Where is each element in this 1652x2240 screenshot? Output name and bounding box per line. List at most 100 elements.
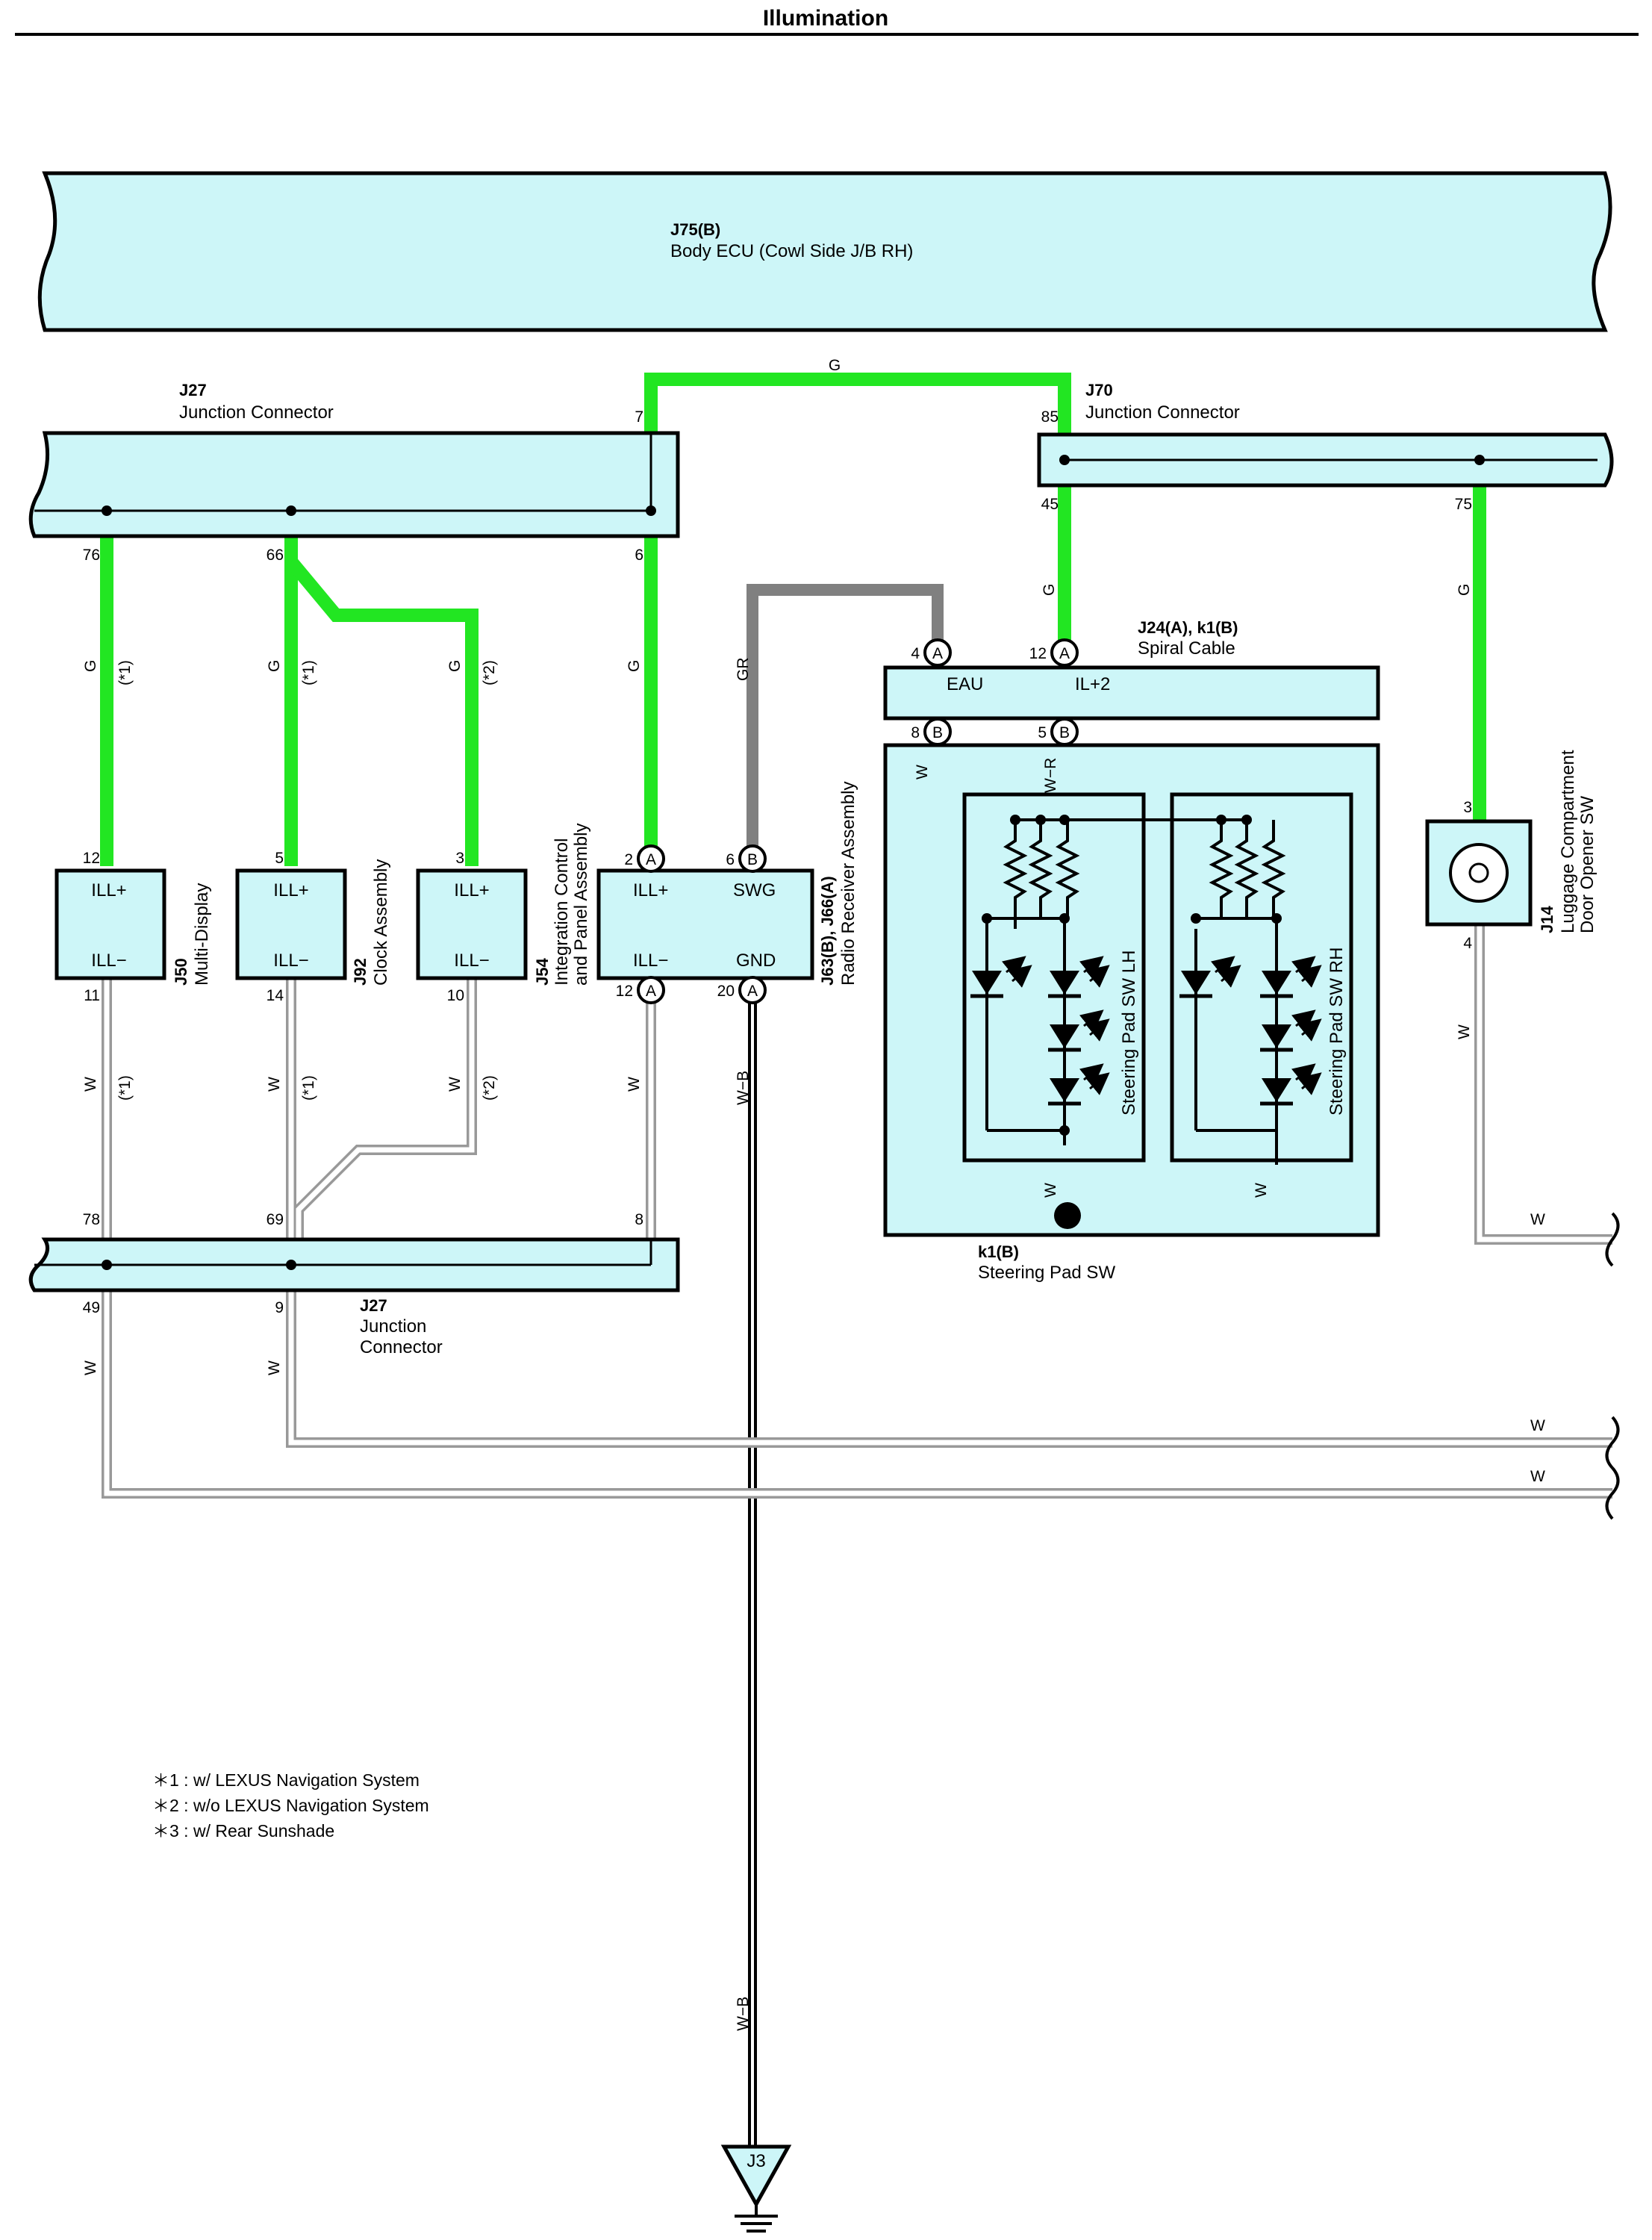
svg-text:9: 9	[275, 1299, 284, 1316]
svg-text:20: 20	[717, 983, 735, 1000]
svg-text:B: B	[932, 724, 943, 741]
svg-text:12: 12	[83, 850, 100, 867]
svg-text:(*2): (*2)	[481, 1075, 498, 1101]
j70-name: Junction Connector	[1085, 402, 1240, 423]
svg-text:G: G	[829, 357, 841, 374]
j27-top-box	[28, 431, 680, 538]
j70-code: J70	[1085, 381, 1113, 399]
j92-code: J92	[351, 958, 370, 986]
junction-dots	[982, 815, 1282, 1229]
j92-pin-ill-minus: ILL−	[273, 951, 308, 971]
j14-code: J14	[1538, 906, 1556, 933]
j54-pin-gnd: GND	[736, 951, 776, 971]
svg-text:4: 4	[911, 645, 920, 662]
svg-text:B: B	[1059, 724, 1070, 741]
j27-bottom-code: J27	[360, 1296, 387, 1315]
ground-code: J3	[746, 2151, 765, 2171]
j50-code: J50	[172, 958, 190, 986]
svg-text:G: G	[266, 660, 283, 672]
j54-box	[596, 868, 814, 980]
j27-top-name: Junction Connector	[179, 402, 334, 423]
svg-text:A: A	[646, 983, 656, 1000]
steering-lh-label: Steering Pad SW LH	[1119, 951, 1139, 1116]
j92-pin-ill-plus: ILL+	[273, 880, 308, 900]
svg-text:W: W	[1042, 1183, 1059, 1198]
note-2: ＊2 : w/o LEXUS Navigation System	[152, 1796, 429, 1815]
svg-text:A: A	[747, 983, 758, 1000]
spiral-cable-box	[883, 665, 1380, 721]
wire-color-labels: G G G G G GR G G W W−R W W W W W W W−B W…	[82, 357, 1545, 2031]
j92b-pin-ill-plus: ILL+	[454, 880, 489, 900]
svg-text:G: G	[446, 660, 464, 672]
svg-text:12: 12	[616, 983, 633, 1000]
j14-name-line1: Luggage Compartment	[1558, 750, 1578, 933]
svg-text:5: 5	[1038, 724, 1047, 741]
body-ecu-name: Body ECU (Cowl Side J/B RH)	[670, 241, 913, 261]
svg-text:14: 14	[266, 987, 284, 1004]
j54-pin-swg: SWG	[733, 880, 776, 900]
svg-text:W: W	[626, 1077, 643, 1092]
svg-text:49: 49	[83, 1299, 100, 1316]
svg-text:W: W	[914, 765, 931, 780]
j92-box	[235, 868, 347, 980]
j92-name: Clock Assembly	[371, 859, 391, 986]
svg-text:(*2): (*2)	[481, 660, 498, 685]
svg-text:69: 69	[266, 1211, 284, 1228]
wire-continuation-breaks	[1605, 1212, 1620, 1520]
j54-name-line1: Integration Control	[552, 839, 572, 986]
j54-name-line2: and Panel Assembly	[571, 824, 591, 986]
k1-code: k1(B)	[978, 1242, 1019, 1261]
svg-text:A: A	[646, 851, 656, 868]
ground-triangle	[720, 2144, 792, 2209]
svg-text:W: W	[446, 1077, 464, 1092]
svg-text:GR: GR	[735, 658, 752, 682]
svg-text:W: W	[1530, 1468, 1545, 1485]
j14-name-line2: Door Opener SW	[1577, 796, 1598, 933]
svg-text:6: 6	[726, 851, 735, 868]
svg-text:5: 5	[275, 850, 284, 867]
svg-text:W: W	[82, 1077, 99, 1092]
svg-text:66: 66	[266, 547, 284, 564]
svg-text:W: W	[82, 1360, 99, 1375]
j50-pin-ill-plus: ILL+	[91, 880, 126, 900]
spiral-cable-code: J24(A), k1(B)	[1138, 618, 1238, 637]
connector-circles: A B A A A A B B	[637, 638, 1079, 1004]
option-markers: (*1) (*1) (*2) (*1) (*1) (*2)	[116, 660, 498, 1101]
body-ecu-code: J75(B)	[670, 220, 720, 239]
svg-text:11: 11	[84, 987, 100, 1004]
green-wires	[100, 373, 1486, 866]
j27-bottom-name-line1: Junction	[360, 1316, 426, 1337]
spiral-pin-eau: EAU	[947, 674, 983, 694]
svg-text:7: 7	[635, 408, 643, 426]
svg-text:12: 12	[1029, 645, 1047, 662]
j50-box	[54, 868, 166, 980]
svg-text:78: 78	[83, 1211, 100, 1228]
svg-text:8: 8	[911, 724, 920, 741]
svg-text:G: G	[1456, 584, 1473, 596]
svg-text:W: W	[1530, 1211, 1545, 1228]
svg-text:G: G	[626, 660, 643, 672]
svg-text:G: G	[82, 660, 99, 672]
j27-top-code: J27	[179, 381, 207, 399]
k1-name: Steering Pad SW	[978, 1263, 1115, 1283]
note-1: ＊1 : w/ LEXUS Navigation System	[152, 1770, 420, 1790]
svg-text:4: 4	[1463, 935, 1472, 952]
svg-text:W−B: W−B	[735, 1071, 752, 1105]
svg-text:B: B	[747, 851, 758, 868]
svg-text:(*1): (*1)	[116, 660, 134, 685]
svg-text:3: 3	[1463, 799, 1472, 816]
j92b-pin-ill-minus: ILL−	[454, 951, 489, 971]
svg-text:3: 3	[455, 850, 464, 867]
body-ecu-box	[37, 171, 1612, 332]
svg-text:6: 6	[635, 547, 643, 564]
svg-text:2: 2	[624, 851, 633, 868]
svg-text:45: 45	[1041, 496, 1059, 513]
svg-text:G: G	[1041, 584, 1058, 596]
ground-icon	[735, 2204, 778, 2233]
svg-text:W: W	[266, 1360, 283, 1375]
svg-text:W: W	[1253, 1183, 1270, 1198]
svg-text:W: W	[1530, 1417, 1545, 1434]
diagram-title: Illumination	[763, 6, 888, 31]
svg-text:85: 85	[1041, 408, 1059, 426]
